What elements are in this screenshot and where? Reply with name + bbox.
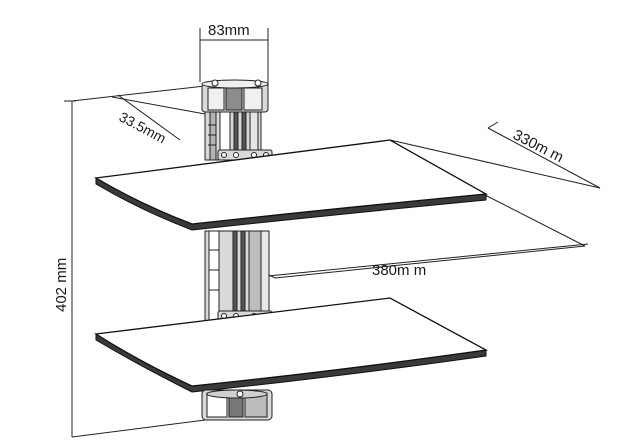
bottom-support (201, 389, 273, 421)
label-depth-offset: 33.5mm (117, 109, 169, 147)
wall-bracket-top (201, 79, 269, 113)
middle-rail (204, 230, 270, 322)
label-shelf-depth: 330m m (510, 126, 566, 166)
upper-shelf (94, 139, 489, 231)
label-column-width: 83mm (208, 22, 250, 39)
label-shelf-width: 380m m (372, 262, 426, 279)
dim-total-height: 402 mm (53, 100, 206, 438)
dim-depth-offset: 33.5mm (71, 85, 206, 147)
dim-column-width: 83mm (199, 22, 269, 86)
lower-shelf (94, 297, 489, 393)
label-total-height: 402 mm (53, 258, 70, 312)
